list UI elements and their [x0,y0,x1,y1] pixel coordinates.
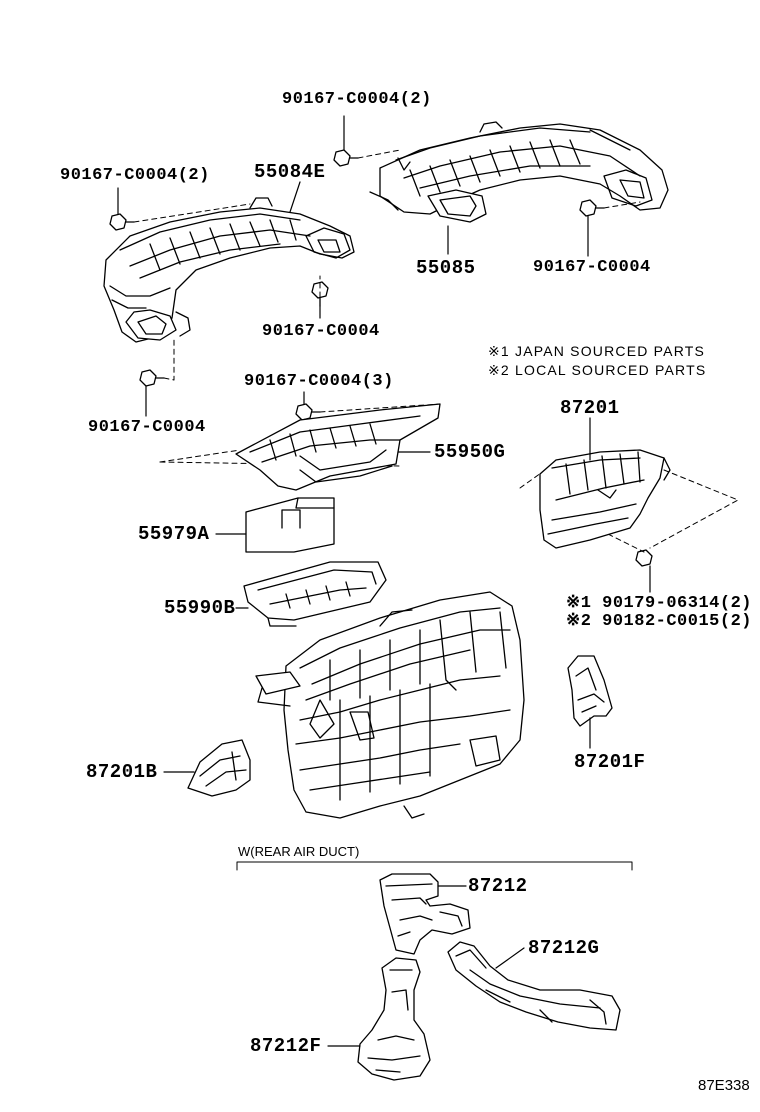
label-bolt-3: 90167-C0004(3) [244,372,394,391]
label-part-87212g: 87212G [528,937,600,959]
note-local-sourced: ※2 LOCAL SOURCED PARTS [488,362,707,378]
label-part-87201: 87201 [560,397,620,419]
label-bolt-left-2: 90167-C0004(2) [60,166,210,185]
duct-87201f-drawing [567,655,613,727]
label-part-87212f: 87212F [250,1035,322,1057]
label-part-87201b: 87201B [86,761,158,783]
diagram-code: 87E338 [698,1077,750,1094]
label-bolt-right: 90167-C0004 [533,258,651,277]
label-bolt-top-2: 90167-C0004(2) [282,90,432,109]
label-part-55990b: 55990B [164,597,236,619]
duct-87201b-drawing [187,739,251,797]
label-part-55950g: 55950G [434,441,506,463]
label-screw-japan: ※1 90179-06314(2) [566,594,752,613]
label-duct-55085: 55085 [416,257,476,279]
register-87201-drawing [539,449,671,549]
case-55990b-drawing [243,561,387,627]
duct-55084e-drawing [103,197,355,343]
filter-55979a-drawing [245,497,335,553]
hvac-unit-drawing [255,591,525,819]
duct-87212-drawing [379,873,471,955]
label-bolt-center: 90167-C0004 [262,322,380,341]
label-part-55979a: 55979A [138,523,210,545]
section-rear-air-duct: W(REAR AIR DUCT) [238,844,360,859]
bolt-drawings [109,149,653,567]
leader-lines [117,115,651,1047]
duct-87212g-drawing [447,941,621,1031]
label-bolt-left-lower: 90167-C0004 [88,418,206,437]
duct-55085-drawing [369,121,669,223]
duct-87212f-drawing [357,957,431,1081]
label-part-87212: 87212 [468,875,528,897]
label-part-87201f: 87201F [574,751,646,773]
label-duct-55084e: 55084E [254,161,326,183]
note-japan-sourced: ※1 JAPAN SOURCED PARTS [488,343,706,359]
label-screw-local: ※2 90182-C0015(2) [566,612,752,631]
register-55950g-drawing [235,403,441,491]
rear-duct-bracket [236,861,633,871]
